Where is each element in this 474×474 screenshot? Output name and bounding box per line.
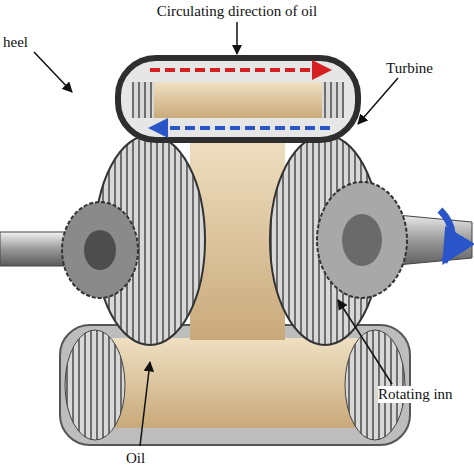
part-label: heel — [3, 34, 28, 51]
part-label: Oil — [126, 450, 145, 467]
hub — [342, 214, 382, 266]
leader-arrow — [236, 22, 238, 54]
leader-arrow — [34, 52, 72, 92]
flow-section — [118, 58, 358, 140]
leader-arrow — [140, 362, 150, 446]
part-label: Rotating inn — [378, 386, 453, 403]
part-label: Circulating direction of oil — [157, 3, 317, 20]
rotation-arrow — [440, 210, 452, 262]
leader-arrow — [358, 78, 398, 124]
part-label: Turbine — [386, 60, 433, 77]
hub — [84, 230, 116, 270]
hub — [317, 182, 407, 298]
housing — [60, 325, 410, 445]
leader-arrow — [338, 300, 392, 384]
hub — [62, 202, 138, 298]
